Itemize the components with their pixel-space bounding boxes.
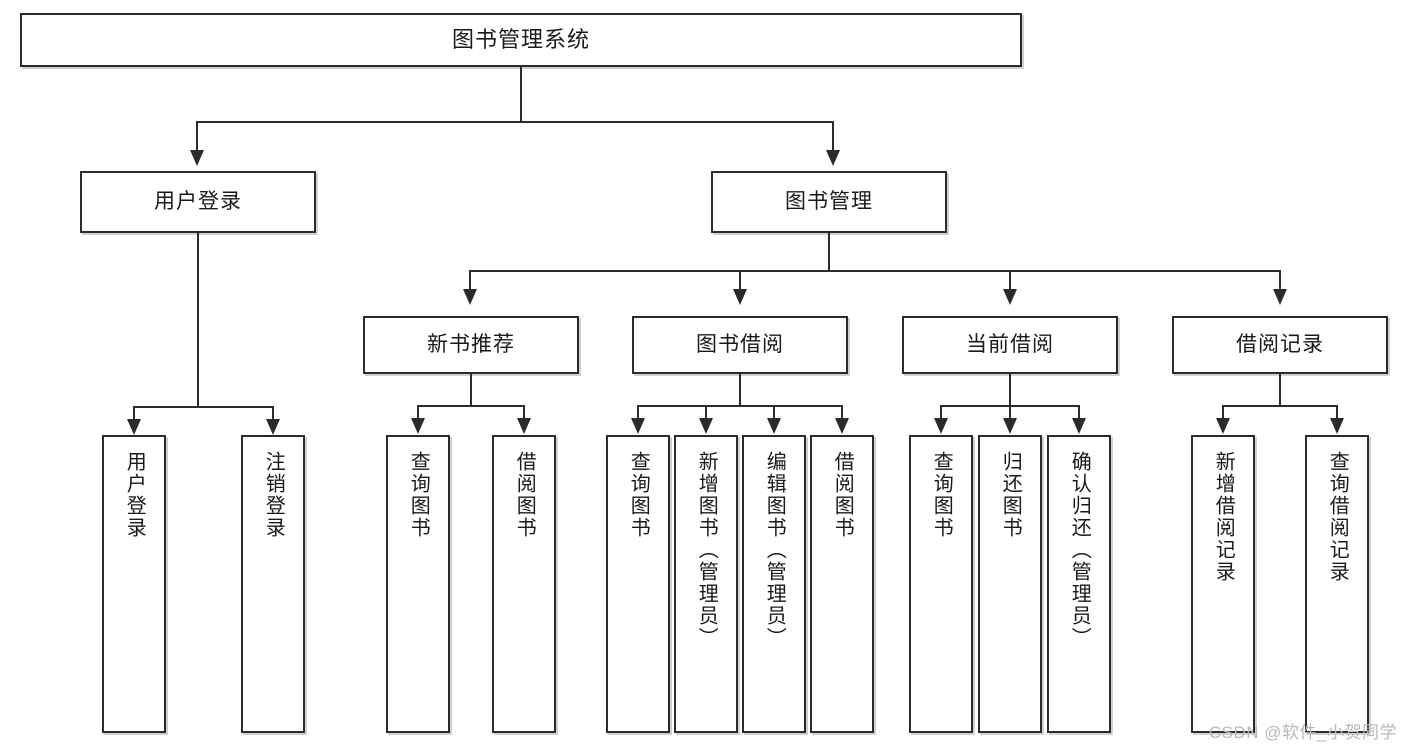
arrow-current-borrow-to-leaf1	[934, 418, 948, 434]
node-leaf-add-record-label: 新增借阅记录	[1212, 451, 1235, 583]
node-leaf-return-book-label: 归还图书	[999, 451, 1022, 539]
edge-current-borrow-stem	[1009, 374, 1011, 406]
edge-book-manage-to-new-book	[469, 270, 471, 290]
arrow-current-borrow-to-leaf3	[1072, 418, 1086, 434]
edge-new-book-stem	[470, 374, 472, 406]
arrow-user-login-to-leaf1	[127, 419, 141, 435]
node-leaf-add-book[interactable]: 新增图书（管理员）	[674, 435, 738, 733]
arrow-current-borrow-to-leaf2	[1003, 418, 1017, 434]
node-leaf-user-logout-label: 注销登录	[262, 451, 285, 539]
edge-book-borrow-to-leaf2	[705, 405, 707, 419]
arrow-user-login-to-leaf2	[266, 419, 280, 435]
edge-book-manage-to-book-borrow	[739, 270, 741, 290]
arrow-root-to-book-manage	[826, 150, 840, 166]
arrow-book-manage-to-book-borrow	[733, 289, 747, 305]
node-root-label: 图书管理系统	[451, 27, 590, 53]
edge-current-borrow-to-leaf2	[1009, 405, 1011, 419]
node-leaf-query-book-3[interactable]: 查询图书	[909, 435, 973, 733]
node-book-manage[interactable]: 图书管理	[711, 171, 947, 233]
edge-root-bus	[196, 121, 834, 123]
node-borrow-record-label: 借阅记录	[1236, 332, 1324, 356]
edge-new-book-to-leaf1	[417, 405, 419, 419]
edge-borrow-record-stem	[1279, 374, 1281, 406]
node-leaf-user-logout[interactable]: 注销登录	[241, 435, 305, 733]
edge-current-borrow-to-leaf1	[940, 405, 942, 419]
edge-book-manage-bus	[469, 270, 1281, 272]
edge-book-borrow-to-leaf3	[773, 405, 775, 419]
arrow-book-manage-to-current-borrow	[1003, 289, 1017, 305]
edge-borrow-record-bus	[1222, 405, 1338, 407]
node-leaf-query-book-2-label: 查询图书	[627, 451, 650, 539]
arrow-book-borrow-to-leaf2	[699, 418, 713, 434]
edge-book-borrow-stem	[739, 374, 741, 406]
arrow-new-book-to-leaf2	[517, 418, 531, 434]
edge-book-borrow-bus	[637, 405, 843, 407]
edge-book-borrow-to-leaf4	[841, 405, 843, 419]
node-leaf-query-book-1[interactable]: 查询图书	[386, 435, 450, 733]
node-leaf-borrow-book-2[interactable]: 借阅图书	[810, 435, 874, 733]
node-leaf-confirm-return[interactable]: 确认归还（管理员）	[1047, 435, 1111, 733]
edge-user-login-to-leaf2	[272, 406, 274, 420]
arrow-borrow-record-to-leaf1	[1216, 418, 1230, 434]
node-leaf-query-book-2[interactable]: 查询图书	[606, 435, 670, 733]
node-new-book-recommend-label: 新书推荐	[427, 332, 515, 356]
node-leaf-borrow-book-2-label: 借阅图书	[831, 451, 854, 539]
node-leaf-query-record[interactable]: 查询借阅记录	[1305, 435, 1369, 733]
node-leaf-add-record[interactable]: 新增借阅记录	[1191, 435, 1255, 733]
node-leaf-edit-book-label: 编辑图书（管理员）	[763, 451, 786, 649]
edge-root-to-user-login	[196, 121, 198, 151]
edge-user-login-stem	[197, 233, 199, 407]
arrow-book-borrow-to-leaf4	[835, 418, 849, 434]
arrow-book-manage-to-new-book	[463, 289, 477, 305]
node-leaf-add-book-label: 新增图书（管理员）	[695, 451, 718, 649]
arrow-book-borrow-to-leaf1	[631, 418, 645, 434]
node-user-login-label: 用户登录	[154, 189, 242, 213]
node-root[interactable]: 图书管理系统	[20, 13, 1022, 67]
edge-book-manage-to-borrow-record	[1279, 270, 1281, 290]
node-user-login[interactable]: 用户登录	[80, 171, 316, 233]
node-new-book-recommend[interactable]: 新书推荐	[363, 316, 579, 374]
node-leaf-query-book-3-label: 查询图书	[930, 451, 953, 539]
edge-root-stem	[520, 67, 522, 121]
arrow-book-borrow-to-leaf3	[767, 418, 781, 434]
edge-user-login-bus	[133, 406, 274, 408]
edge-new-book-to-leaf2	[523, 405, 525, 419]
edge-book-manage-to-current-borrow	[1009, 270, 1011, 290]
node-leaf-query-record-label: 查询借阅记录	[1326, 451, 1349, 583]
node-leaf-borrow-book-1-label: 借阅图书	[513, 451, 536, 539]
node-book-manage-label: 图书管理	[785, 189, 873, 213]
node-current-borrow[interactable]: 当前借阅	[902, 316, 1118, 374]
node-current-borrow-label: 当前借阅	[966, 332, 1054, 356]
edge-root-to-book-manage	[832, 121, 834, 151]
node-leaf-edit-book[interactable]: 编辑图书（管理员）	[742, 435, 806, 733]
node-leaf-user-login[interactable]: 用户登录	[102, 435, 166, 733]
node-leaf-return-book[interactable]: 归还图书	[978, 435, 1042, 733]
edge-current-borrow-to-leaf3	[1078, 405, 1080, 419]
node-book-borrow-label: 图书借阅	[696, 332, 784, 356]
node-leaf-borrow-book-1[interactable]: 借阅图书	[492, 435, 556, 733]
node-book-borrow[interactable]: 图书借阅	[632, 316, 848, 374]
arrow-root-to-user-login	[190, 150, 204, 166]
arrow-borrow-record-to-leaf2	[1330, 418, 1344, 434]
node-leaf-query-book-1-label: 查询图书	[407, 451, 430, 539]
node-leaf-user-login-label: 用户登录	[123, 451, 146, 539]
edge-book-borrow-to-leaf1	[637, 405, 639, 419]
edge-borrow-record-to-leaf2	[1336, 405, 1338, 419]
node-borrow-record[interactable]: 借阅记录	[1172, 316, 1388, 374]
arrow-new-book-to-leaf1	[411, 418, 425, 434]
edge-borrow-record-to-leaf1	[1222, 405, 1224, 419]
edge-user-login-to-leaf1	[133, 406, 135, 420]
node-leaf-confirm-return-label: 确认归还（管理员）	[1068, 451, 1091, 649]
edge-book-manage-stem	[828, 233, 830, 271]
arrow-book-manage-to-borrow-record	[1273, 289, 1287, 305]
edge-new-book-bus	[417, 405, 525, 407]
